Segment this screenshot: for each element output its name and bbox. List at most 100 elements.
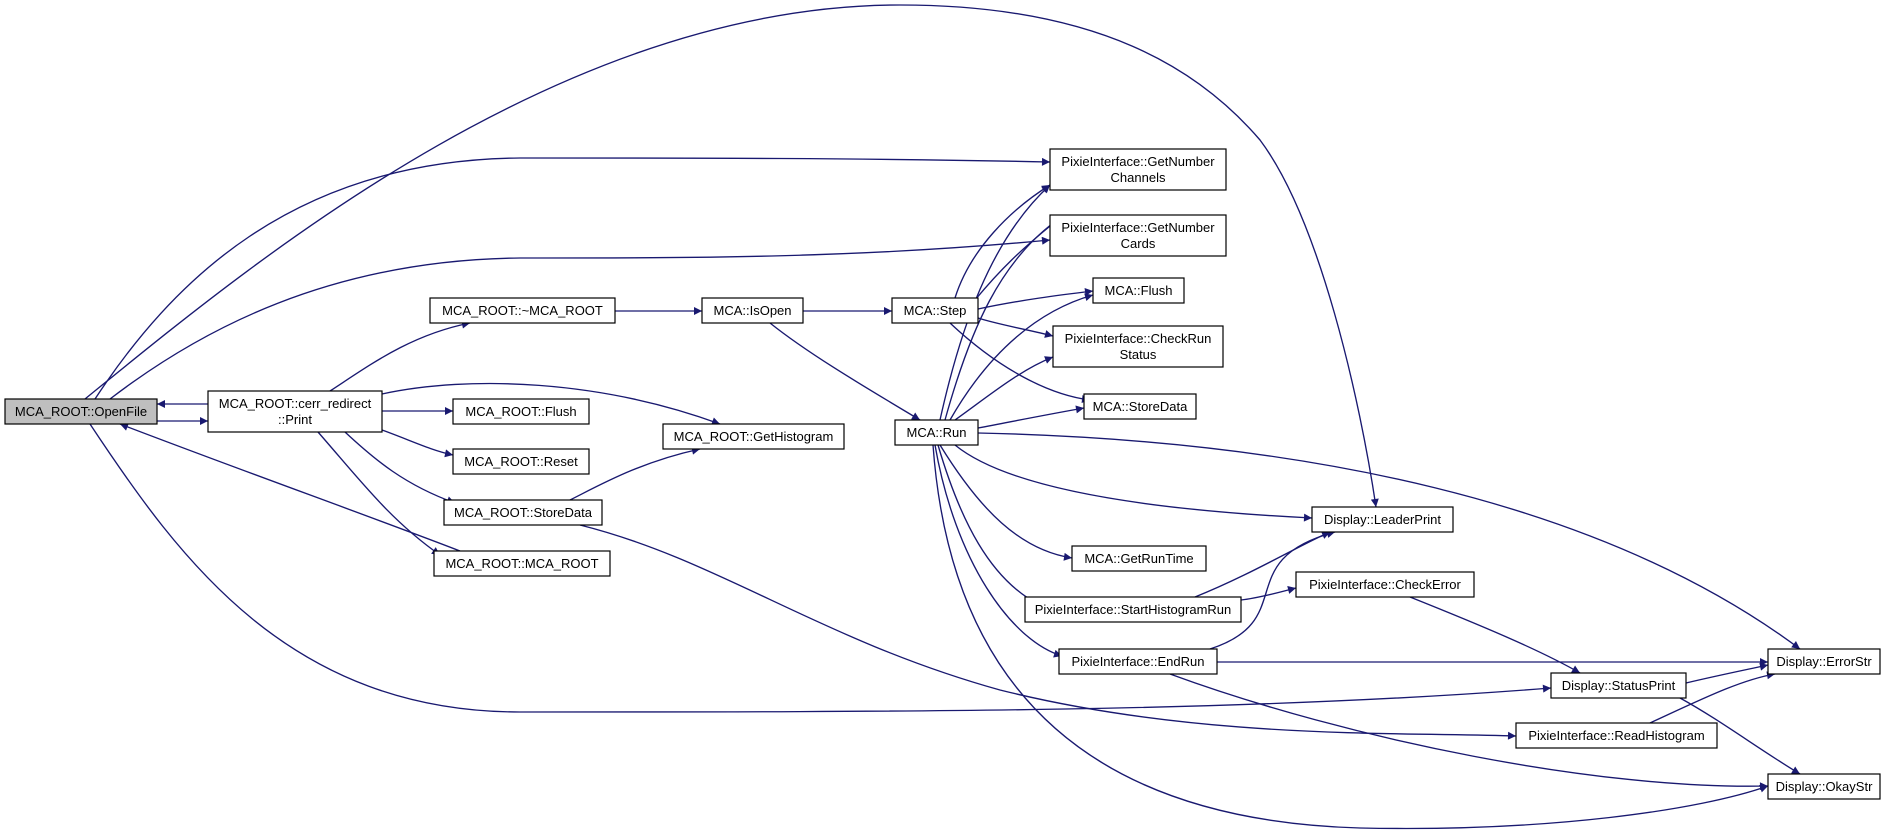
edge-endrun-to-okaystr	[1169, 673, 1769, 791]
edge-ctor-to-openfile	[119, 423, 461, 552]
node-box	[1767, 773, 1881, 800]
node-box	[1024, 596, 1242, 623]
edge-run-to-getnumcards	[944, 217, 1061, 421]
node-label: MCA_ROOT::MCA_ROOT	[445, 556, 598, 571]
edge-endrun-to-leader	[1209, 530, 1336, 650]
node-label: MCA_ROOT::Flush	[465, 404, 576, 419]
edge-run-to-mca_store	[977, 405, 1085, 429]
node-mca_flush[interactable]: MCA::Flush	[1092, 277, 1185, 304]
node-readhist[interactable]: PixieInterface::ReadHistogram	[1515, 722, 1718, 749]
node-starthist[interactable]: PixieInterface::StartHistogramRun	[1024, 596, 1242, 623]
node-cerr_print[interactable]: MCA_ROOT::cerr_redirect::Print	[207, 390, 383, 433]
node-label: MCA::Run	[907, 425, 967, 440]
node-box	[1049, 148, 1227, 191]
edge-run-to-runtime	[939, 444, 1073, 561]
node-mca_store[interactable]: MCA::StoreData	[1083, 393, 1197, 420]
edge-step-to-mca_store	[949, 322, 1091, 403]
node-okaystr[interactable]: Display::OkayStr	[1767, 773, 1881, 800]
node-box	[452, 398, 590, 425]
node-label: Display::OkayStr	[1776, 779, 1873, 794]
edge-run-to-leader	[954, 444, 1313, 522]
node-step[interactable]: MCA::Step	[891, 297, 979, 324]
node-box	[1092, 277, 1185, 304]
node-box	[443, 499, 603, 526]
node-run[interactable]: MCA::Run	[894, 419, 979, 446]
edge-run-to-getnumch	[939, 184, 1051, 421]
edge-run-to-mca_flush	[949, 293, 1094, 421]
node-box	[1767, 648, 1881, 675]
node-label: MCA::StoreData	[1093, 399, 1188, 414]
node-box	[429, 297, 616, 324]
node-label: MCA::GetRunTime	[1084, 551, 1193, 566]
node-root_reset[interactable]: MCA_ROOT::Reset	[452, 448, 590, 475]
edge-step-to-mca_flush	[977, 287, 1094, 310]
node-status[interactable]: Display::StatusPrint	[1550, 672, 1687, 699]
node-ctor[interactable]: MCA_ROOT::MCA_ROOT	[433, 550, 611, 577]
node-label: Display::ErrorStr	[1776, 654, 1872, 669]
node-box	[1083, 393, 1197, 420]
node-label: MCA_ROOT::~MCA_ROOT	[442, 303, 603, 318]
edge-cerr_print-to-ctor	[317, 431, 441, 556]
node-box	[207, 390, 383, 433]
node-label: Display::StatusPrint	[1562, 678, 1676, 693]
node-isopen[interactable]: MCA::IsOpen	[701, 297, 804, 324]
edge-cerr_print-to-dtor	[329, 320, 471, 392]
node-gethist[interactable]: MCA_ROOT::GetHistogram	[662, 423, 845, 450]
edge-openfile-to-getnumcards	[109, 236, 1051, 400]
edge-step-to-checkrun	[977, 317, 1054, 338]
node-label: MCA::Step	[904, 303, 967, 318]
edge-run-to-errorstr	[977, 432, 1801, 650]
node-box	[1311, 506, 1454, 533]
node-box	[1071, 545, 1207, 572]
edge-root_store-to-gethist	[569, 446, 701, 501]
edge-openfile-to-status	[89, 423, 1552, 713]
node-label: Channels	[1111, 170, 1166, 185]
edge-run-to-starthist	[937, 444, 1041, 606]
edge-checkerr-to-status	[1409, 596, 1581, 674]
node-checkerr[interactable]: PixieInterface::CheckError	[1295, 571, 1475, 598]
node-box	[1550, 672, 1687, 699]
node-label: MCA_ROOT::OpenFile	[15, 404, 147, 419]
node-box	[1515, 722, 1718, 749]
node-dtor[interactable]: MCA_ROOT::~MCA_ROOT	[429, 297, 616, 324]
edge-run-to-okaystr	[932, 444, 1769, 830]
node-runtime[interactable]: MCA::GetRunTime	[1071, 545, 1207, 572]
edge-status-to-errorstr	[1685, 662, 1769, 684]
node-leader[interactable]: Display::LeaderPrint	[1311, 506, 1454, 533]
edge-cerr_print-to-root_reset	[381, 429, 454, 458]
node-box	[433, 550, 611, 577]
edge-starthist-to-checkerr	[1240, 586, 1297, 601]
node-label: Cards	[1121, 236, 1156, 251]
edge-cerr_print-to-root_store	[344, 431, 456, 505]
edge-openfile-to-getnumch	[94, 157, 1051, 400]
node-box	[1052, 325, 1224, 368]
edges-layer	[84, 4, 1801, 830]
node-label: MCA_ROOT::Reset	[464, 454, 578, 469]
node-label: MCA::Flush	[1105, 283, 1173, 298]
edge-isopen-to-run	[769, 322, 921, 421]
edge-run-to-checkrun	[954, 356, 1054, 421]
node-openfile[interactable]: MCA_ROOT::OpenFile	[4, 398, 158, 425]
node-label: MCA_ROOT::cerr_redirect	[219, 396, 372, 411]
node-label: PixieInterface::GetNumber	[1061, 154, 1215, 169]
node-box	[1058, 648, 1218, 675]
node-box	[4, 398, 158, 425]
edge-step-to-getnumch	[954, 184, 1051, 299]
node-root_flush[interactable]: MCA_ROOT::Flush	[452, 398, 590, 425]
node-label: PixieInterface::StartHistogramRun	[1035, 602, 1232, 617]
node-box	[452, 448, 590, 475]
node-label: PixieInterface::CheckRun	[1065, 331, 1212, 346]
node-endrun[interactable]: PixieInterface::EndRun	[1058, 648, 1218, 675]
node-label: MCA::IsOpen	[713, 303, 791, 318]
node-box	[1049, 214, 1227, 257]
node-errorstr[interactable]: Display::ErrorStr	[1767, 648, 1881, 675]
node-root_store[interactable]: MCA_ROOT::StoreData	[443, 499, 603, 526]
edge-readhist-to-errorstr	[1649, 671, 1776, 724]
edge-status-to-okaystr	[1679, 697, 1801, 775]
node-label: Display::LeaderPrint	[1324, 512, 1441, 527]
node-box	[701, 297, 804, 324]
